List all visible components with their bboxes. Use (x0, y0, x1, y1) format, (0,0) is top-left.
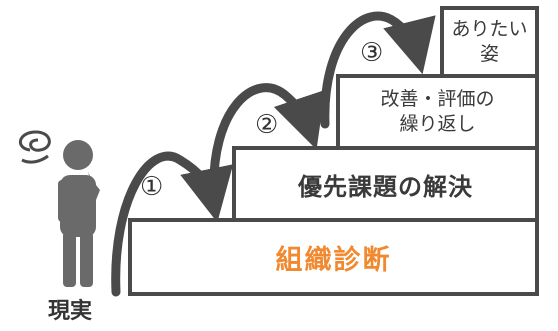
step-2-label: 優先課題の解決 (298, 172, 473, 201)
step-2-priority: 優先課題の解決 (232, 146, 539, 222)
arrow-step-3 (320, 11, 436, 129)
step-1-diagnosis: 組織診断 (128, 218, 539, 296)
step-number-3: ③ (360, 38, 384, 68)
step-3-improve: 改善・評価の 繰り返し (336, 74, 539, 150)
confusion-swirl-icon (19, 130, 51, 164)
person-label: 現実 (48, 299, 93, 324)
arrow-step-2 (209, 83, 326, 201)
step-4-ideal: ありたい 姿 (440, 6, 539, 78)
step-number-1: ① (140, 172, 164, 202)
confused-person-icon (58, 140, 100, 287)
step-3-label: 改善・評価の 繰り返し (380, 88, 495, 135)
arrow-step-1 (111, 151, 234, 297)
step-number-2: ② (255, 110, 279, 140)
step-4-label: ありたい 姿 (451, 18, 528, 65)
step-1-label: 組織診断 (275, 244, 392, 276)
